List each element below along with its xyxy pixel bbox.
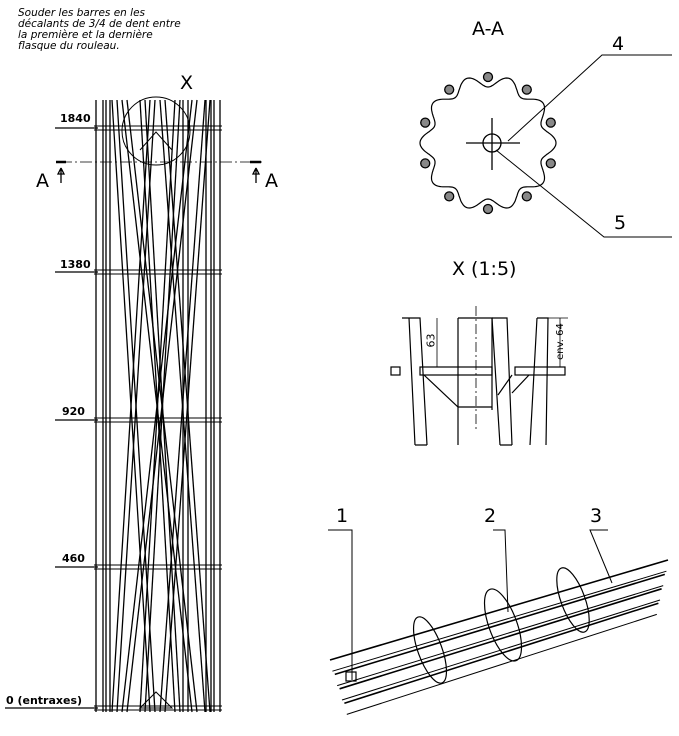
dim-63: 63 xyxy=(424,333,438,348)
callout-3: 3 xyxy=(590,505,603,527)
detail-x xyxy=(390,306,568,446)
bar-line xyxy=(341,599,661,701)
bar-section xyxy=(444,84,455,95)
bar-line xyxy=(334,573,666,676)
detail-title: X (1:5) xyxy=(452,258,517,280)
height-label-920: 920 xyxy=(62,405,85,418)
isometric-view xyxy=(328,529,669,715)
bar-line xyxy=(144,99,181,713)
height-label-1840: 1840 xyxy=(60,112,91,125)
bar-line xyxy=(159,99,206,713)
height-label-460: 460 xyxy=(62,552,85,565)
section-title: A-A xyxy=(472,18,505,40)
height-label-0: 0 (entraxes) xyxy=(6,694,83,707)
roller-elevation xyxy=(5,96,262,713)
detail-x-circle xyxy=(121,96,191,166)
callout-4: 4 xyxy=(612,33,625,55)
bar-section xyxy=(521,191,532,202)
bar-section xyxy=(482,203,494,215)
detail-marker-x: X xyxy=(180,72,194,94)
callout-1: 1 xyxy=(336,505,349,527)
dim-env-64: env. 64 xyxy=(554,323,566,360)
bar-section xyxy=(545,117,556,128)
callout-2: 2 xyxy=(484,505,497,527)
bar-section xyxy=(521,84,532,95)
height-label-1380: 1380 xyxy=(60,258,91,271)
bar-line xyxy=(164,99,211,713)
bar-section xyxy=(545,158,556,169)
welding-note: Souder les barres en les décalants de 3/… xyxy=(18,7,181,52)
section-a-a xyxy=(419,54,672,238)
bar-line xyxy=(111,99,151,713)
bar-section xyxy=(444,191,455,202)
bar-section xyxy=(420,158,431,169)
bar-line xyxy=(329,559,669,661)
bar-section xyxy=(420,117,431,128)
bar-line xyxy=(344,602,659,704)
bar-line xyxy=(116,99,156,713)
section-marker-left: A xyxy=(36,170,49,192)
section-marker-right: A xyxy=(265,170,278,192)
bar-line xyxy=(139,99,176,713)
bar-section xyxy=(482,71,494,83)
bar-line xyxy=(337,585,664,687)
bar-line xyxy=(332,570,667,672)
bar-line xyxy=(339,588,662,690)
callout-5: 5 xyxy=(614,212,627,234)
bar-line xyxy=(346,613,657,715)
level-lines xyxy=(5,127,98,709)
